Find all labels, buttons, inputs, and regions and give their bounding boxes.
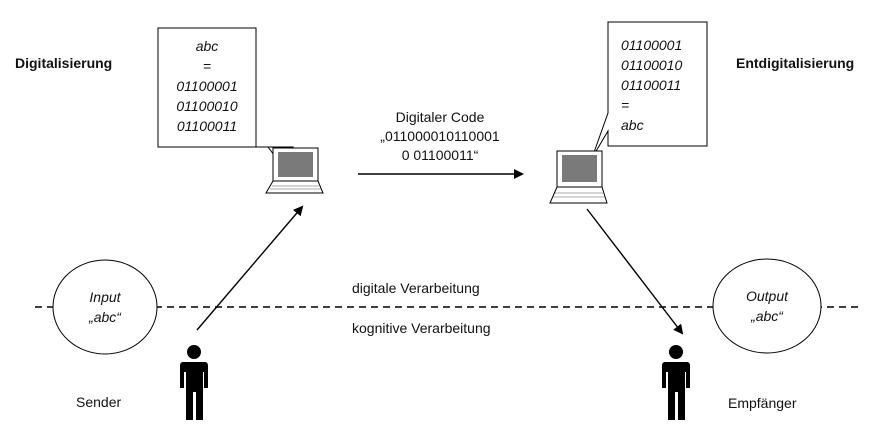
receiver-label: Empfänger <box>728 395 797 411</box>
output-ellipse-label: Output „abc“ <box>713 286 821 326</box>
input-label-line: Input <box>89 289 121 305</box>
output-ellipse <box>712 258 822 354</box>
sender-label: Sender <box>76 394 122 410</box>
arrow-sender-to-laptop <box>196 205 304 331</box>
digital-code-label: Digitaler Code „011000010110001 0 011000… <box>355 108 525 165</box>
right-laptop-icon <box>549 150 608 204</box>
output-label-line: „abc“ <box>751 308 783 324</box>
right-heading: Entdigitalisierung <box>736 55 855 71</box>
left-bubble-line: 01100011 <box>176 118 238 134</box>
left-bubble-text: abc = 01100001 01100010 01100011 <box>158 36 256 136</box>
arrow-laptop-to-receiver <box>586 208 684 335</box>
digital-processing-label: digitale Verarbeitung <box>352 280 480 296</box>
output-label-line: Output <box>745 288 789 304</box>
left-bubble-line: abc <box>195 38 219 54</box>
code-line: „011000010110001 <box>380 128 500 144</box>
receiver-person-icon <box>662 345 690 420</box>
left-heading: Digitalisierung <box>15 55 113 71</box>
right-bubble-line: 01100011 <box>621 77 682 93</box>
right-bubble-line: 01100010 <box>621 57 683 73</box>
input-ellipse <box>52 259 158 355</box>
input-label-line: „abc“ <box>89 309 121 325</box>
right-bubble-line: abc <box>621 117 644 133</box>
right-speech-bubble <box>591 21 708 159</box>
right-bubble-line: = <box>621 97 630 113</box>
right-bubble-line: 01100001 <box>621 37 683 53</box>
left-bubble-line: 01100001 <box>176 78 238 94</box>
left-bubble-line: 01100010 <box>176 98 238 114</box>
code-line: Digitaler Code <box>395 109 485 125</box>
code-line: 0 01100011“ <box>401 147 479 163</box>
right-bubble-text: 01100001 01100010 01100011 = abc <box>621 35 705 135</box>
input-ellipse-label: Input „abc“ <box>53 287 157 327</box>
left-laptop-icon <box>265 147 324 194</box>
cognitive-processing-label: kognitive Verarbeitung <box>352 320 491 336</box>
sender-person-icon <box>180 345 208 420</box>
left-bubble-line: = <box>202 58 212 74</box>
